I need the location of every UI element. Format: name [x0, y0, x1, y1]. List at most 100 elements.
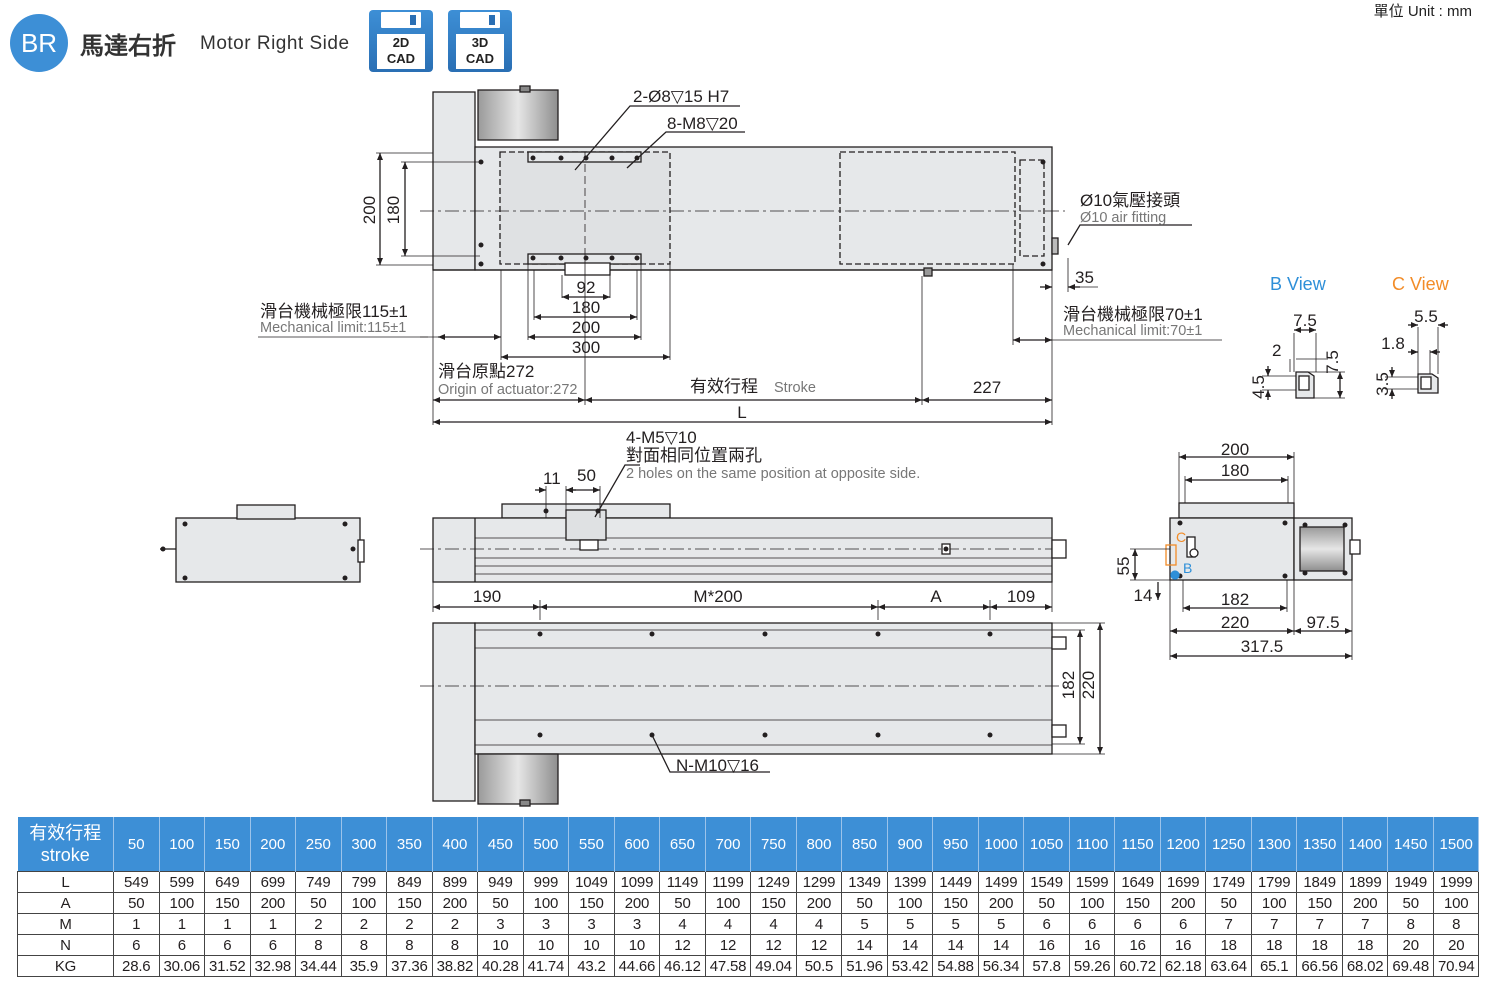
stroke-header-value: 1400	[1342, 817, 1389, 872]
table-cell: 54.88	[932, 955, 979, 977]
table-cell: 66.56	[1296, 955, 1343, 977]
end-dim-317-5: 317.5	[1241, 637, 1284, 656]
table-cell: 14	[886, 934, 934, 956]
table-cell: 50	[295, 892, 342, 914]
table-cell: 8	[1387, 913, 1434, 935]
table-cell: 10	[568, 934, 615, 956]
table-cell: 63.64	[1205, 955, 1252, 977]
bottom-view-labels: 182 220 N-M10▽16	[676, 671, 1098, 775]
table-cell: 30.06	[158, 955, 206, 977]
download-3d-cad-button[interactable]: 3D CAD	[448, 10, 512, 72]
stroke-header-value: 850	[841, 817, 888, 872]
c-view-marker: C	[1176, 529, 1186, 545]
hole-spec-h7: 2-Ø8▽15 H7	[633, 87, 729, 106]
c-view-dim-1-8: 1.8	[1381, 334, 1405, 353]
table-cell: 1299	[795, 871, 843, 893]
table-cell: 5	[841, 913, 888, 935]
stroke-header-value: 800	[796, 817, 843, 872]
table-cell: 150	[386, 892, 433, 914]
stroke-header-value: 300	[341, 817, 388, 872]
top-view-labels: 2-Ø8▽15 H7 8-M8▽20 200 180 Ø10氣壓接頭 Ø10 a…	[260, 87, 1203, 422]
hole-spec-m10: N-M10▽16	[676, 756, 759, 775]
table-cell: 8	[295, 934, 342, 956]
table-cell: 18	[1341, 934, 1389, 956]
table-cell: 65.1	[1250, 955, 1298, 977]
table-cell: 6	[1114, 913, 1161, 935]
row-label: N	[17, 934, 114, 956]
dim-227: 227	[973, 378, 1001, 397]
table-cell: 599	[158, 871, 206, 893]
mech-limit-right-en: Mechanical limit:70±1	[1063, 323, 1202, 339]
left-end-view	[160, 504, 365, 583]
stroke-header-value: 50	[113, 817, 160, 872]
table-cell: 50	[659, 892, 706, 914]
hole-spec-m5: 4-M5▽10	[626, 428, 697, 447]
table-cell: 200	[249, 892, 297, 914]
table-cell: 1449	[932, 871, 979, 893]
end-dim-55: 55	[1114, 557, 1133, 576]
download-2d-cad-button[interactable]: 2D CAD	[369, 10, 433, 72]
table-cell: 6	[158, 934, 206, 956]
table-cell: 1599	[1068, 871, 1116, 893]
row-label: A	[17, 892, 114, 914]
stroke-header-value: 1150	[1114, 817, 1161, 872]
dim-300: 300	[572, 338, 600, 357]
table-cell: 50	[1023, 892, 1070, 914]
table-cell: 150	[750, 892, 797, 914]
b-view-title: B View	[1270, 274, 1327, 294]
table-cell: 1	[249, 913, 297, 935]
table-cell: 1899	[1341, 871, 1389, 893]
table-cell: 16	[1114, 934, 1161, 956]
c-view-dim-5-5: 5.5	[1414, 307, 1438, 326]
right-end-view	[1130, 452, 1361, 660]
page-title-en: Motor Right Side	[200, 33, 350, 54]
stroke-header-value: 200	[250, 817, 297, 872]
table-cell: 100	[1250, 892, 1298, 914]
table-cell: 999	[522, 871, 570, 893]
end-dim-200: 200	[1221, 440, 1249, 459]
mech-limit-right: 滑台機械極限70±1	[1063, 305, 1203, 324]
b-view-marker: B	[1183, 560, 1192, 576]
table-cell: 28.6	[113, 955, 160, 977]
table-cell: 7	[1205, 913, 1252, 935]
table-cell: 1649	[1114, 871, 1161, 893]
table-cell: 6	[1068, 913, 1116, 935]
table-cell: 34.44	[295, 955, 342, 977]
b-view-dim-7-5: 7.5	[1293, 311, 1317, 330]
table-cell: 16	[1068, 934, 1116, 956]
origin-label-en: Origin of actuator:272	[438, 382, 577, 398]
stroke-header-value: 100	[159, 817, 206, 872]
dim-190: 190	[473, 587, 501, 606]
table-cell: 150	[932, 892, 979, 914]
table-cell: 47.58	[704, 955, 752, 977]
table-cell: 38.82	[431, 955, 479, 977]
table-cell: 100	[158, 892, 206, 914]
c-view-dim-3-5: 3.5	[1373, 372, 1392, 396]
table-cell: 1149	[659, 871, 706, 893]
end-dim-220: 220	[1221, 613, 1249, 632]
b-view-dim-7-5-v: 7.5	[1323, 350, 1342, 374]
b-view-dim-2: 2	[1272, 341, 1281, 360]
mech-limit-left: 滑台機械極限115±1	[260, 302, 408, 321]
stroke-header-value: 1200	[1160, 817, 1207, 872]
table-cell: 4	[704, 913, 752, 935]
end-dim-97-5: 97.5	[1306, 613, 1339, 632]
table-cell: 49.04	[750, 955, 797, 977]
table-cell: 37.36	[386, 955, 433, 977]
table-cell: 1	[113, 913, 160, 935]
table-cell: 150	[204, 892, 251, 914]
table-cell: 10	[522, 934, 570, 956]
table-cell: 150	[1114, 892, 1161, 914]
dim-92: 92	[577, 278, 596, 297]
stroke-header-en: stroke	[40, 845, 90, 865]
table-cell: 1099	[613, 871, 661, 893]
table-cell: 1999	[1432, 871, 1480, 893]
table-cell: 5	[977, 913, 1025, 935]
table-cell: 50	[1387, 892, 1434, 914]
table-cell: 549	[113, 871, 160, 893]
top-view	[258, 85, 1222, 425]
table-cell: 200	[795, 892, 843, 914]
stroke-label: 有效行程	[690, 377, 758, 396]
